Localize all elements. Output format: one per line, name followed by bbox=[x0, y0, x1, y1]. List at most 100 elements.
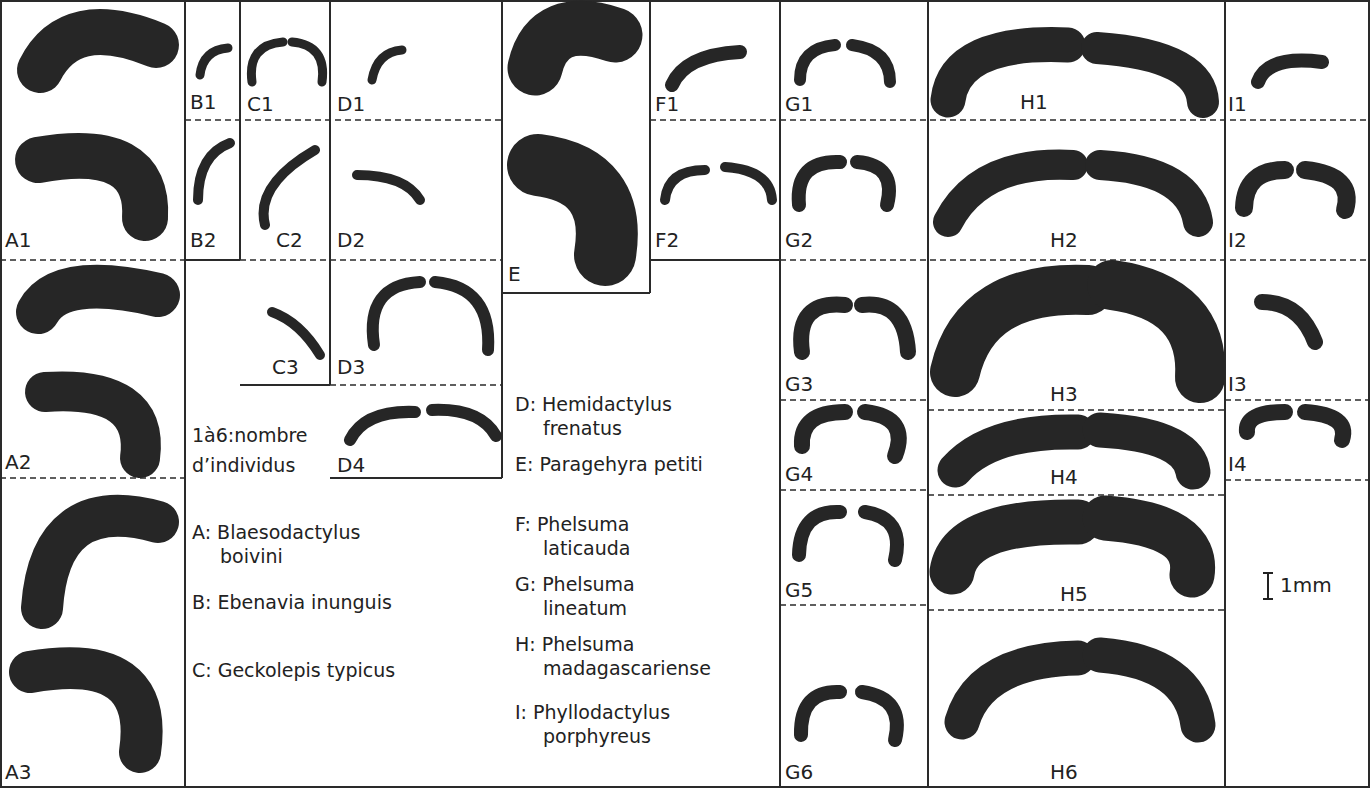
row-divider bbox=[650, 119, 1370, 121]
callout-label: 1mm bbox=[1280, 573, 1332, 597]
silhouette bbox=[357, 175, 420, 200]
dashed-dividers bbox=[0, 120, 1370, 610]
silhouette bbox=[725, 167, 772, 200]
silhouette bbox=[801, 305, 845, 352]
silhouette bbox=[1305, 170, 1347, 210]
silhouette bbox=[1100, 165, 1198, 222]
row-divider bbox=[928, 609, 1225, 611]
silhouette bbox=[1247, 412, 1285, 432]
species-key: C: Geckolepis typicus bbox=[192, 658, 402, 682]
callout-label: C2 bbox=[276, 228, 303, 252]
scale-tick bbox=[1263, 572, 1273, 574]
species-key: E: Paragehyra petiti bbox=[515, 452, 715, 476]
callout-label: B2 bbox=[190, 228, 216, 252]
callout-label: G3 bbox=[785, 372, 813, 396]
row-divider bbox=[780, 489, 928, 491]
silhouette bbox=[948, 45, 1068, 100]
silhouette bbox=[1097, 48, 1203, 102]
callout-label: H2 bbox=[1050, 228, 1078, 252]
silhouette bbox=[1100, 430, 1193, 472]
silhouette bbox=[372, 50, 402, 80]
silhouette bbox=[40, 32, 156, 70]
silhouette bbox=[862, 305, 908, 352]
silhouette bbox=[251, 42, 283, 82]
note-text: 1à6:nombre d’individus bbox=[192, 420, 332, 481]
species-key: I: Phyllodactylus porphyreus bbox=[515, 700, 740, 749]
silhouette bbox=[535, 28, 615, 68]
cell-border bbox=[239, 0, 241, 260]
silhouette bbox=[1105, 518, 1193, 575]
silhouette bbox=[952, 522, 1078, 572]
row-divider bbox=[928, 409, 1225, 411]
callout-label: H6 bbox=[1050, 760, 1078, 784]
scale-line bbox=[1267, 573, 1269, 599]
species-key: B: Ebenavia inunguis bbox=[192, 590, 402, 614]
callout-label: G5 bbox=[785, 578, 813, 602]
cell-border bbox=[330, 477, 502, 479]
cell-border bbox=[329, 0, 331, 385]
silhouette bbox=[802, 412, 845, 446]
callout-label: H5 bbox=[1060, 582, 1088, 606]
callout-label: G4 bbox=[785, 462, 813, 486]
silhouette bbox=[801, 692, 840, 735]
silhouette bbox=[672, 52, 740, 85]
silhouette bbox=[865, 512, 897, 560]
silhouette bbox=[350, 412, 415, 440]
row-divider bbox=[240, 259, 502, 261]
silhouette bbox=[865, 412, 899, 456]
silhouette bbox=[30, 668, 142, 752]
cell-border bbox=[185, 259, 240, 261]
cell-border bbox=[927, 0, 929, 788]
species-key: F: Phelsuma laticauda bbox=[515, 512, 715, 561]
row-divider bbox=[0, 477, 185, 479]
row-divider bbox=[330, 384, 502, 386]
callout-label: A3 bbox=[5, 760, 31, 784]
row-divider bbox=[1225, 479, 1370, 481]
callout-label: E bbox=[508, 262, 521, 286]
species-key: D: Hemidactylus frenatus bbox=[515, 392, 715, 441]
scale-bar bbox=[1263, 573, 1273, 599]
callout-label: H3 bbox=[1050, 382, 1078, 406]
callout-label: I1 bbox=[1228, 92, 1247, 116]
callout-label: G2 bbox=[785, 228, 813, 252]
callout-label: A2 bbox=[5, 450, 31, 474]
silhouette bbox=[435, 282, 488, 350]
row-divider bbox=[780, 399, 928, 401]
callout-label: H4 bbox=[1050, 465, 1078, 489]
row-divider bbox=[780, 259, 1370, 261]
callout-label: D3 bbox=[337, 355, 365, 379]
silhouette bbox=[1262, 302, 1315, 342]
callout-label: H1 bbox=[1020, 90, 1048, 114]
silhouette bbox=[799, 162, 840, 205]
species-key: G: Phelsuma lineatum bbox=[515, 572, 715, 621]
row-divider bbox=[1225, 399, 1370, 401]
callout-label: G6 bbox=[785, 760, 813, 784]
silhouette bbox=[955, 432, 1078, 470]
silhouette bbox=[272, 312, 320, 355]
cell-border bbox=[649, 0, 651, 293]
silhouette bbox=[1112, 285, 1200, 378]
silhouette bbox=[955, 290, 1088, 372]
callout-label: C1 bbox=[247, 92, 274, 116]
cell-border bbox=[1224, 0, 1226, 788]
silhouette bbox=[962, 658, 1078, 722]
silhouette bbox=[373, 282, 420, 345]
callout-label: D1 bbox=[337, 92, 365, 116]
silhouette bbox=[200, 48, 228, 75]
silhouette bbox=[198, 143, 230, 200]
callout-label: G1 bbox=[785, 92, 813, 116]
callout-label: C3 bbox=[272, 355, 299, 379]
silhouette bbox=[1258, 61, 1322, 82]
row-divider bbox=[780, 604, 928, 606]
species-key: A: Blaesodactylus boivini bbox=[192, 520, 402, 569]
silhouette bbox=[948, 165, 1073, 222]
bone-silhouettes bbox=[30, 28, 1347, 752]
silhouette bbox=[292, 42, 323, 82]
callout-label: A1 bbox=[5, 228, 31, 252]
silhouette bbox=[799, 512, 840, 555]
silhouette bbox=[800, 45, 835, 80]
cell-border bbox=[779, 0, 781, 788]
row-divider bbox=[928, 494, 1225, 496]
